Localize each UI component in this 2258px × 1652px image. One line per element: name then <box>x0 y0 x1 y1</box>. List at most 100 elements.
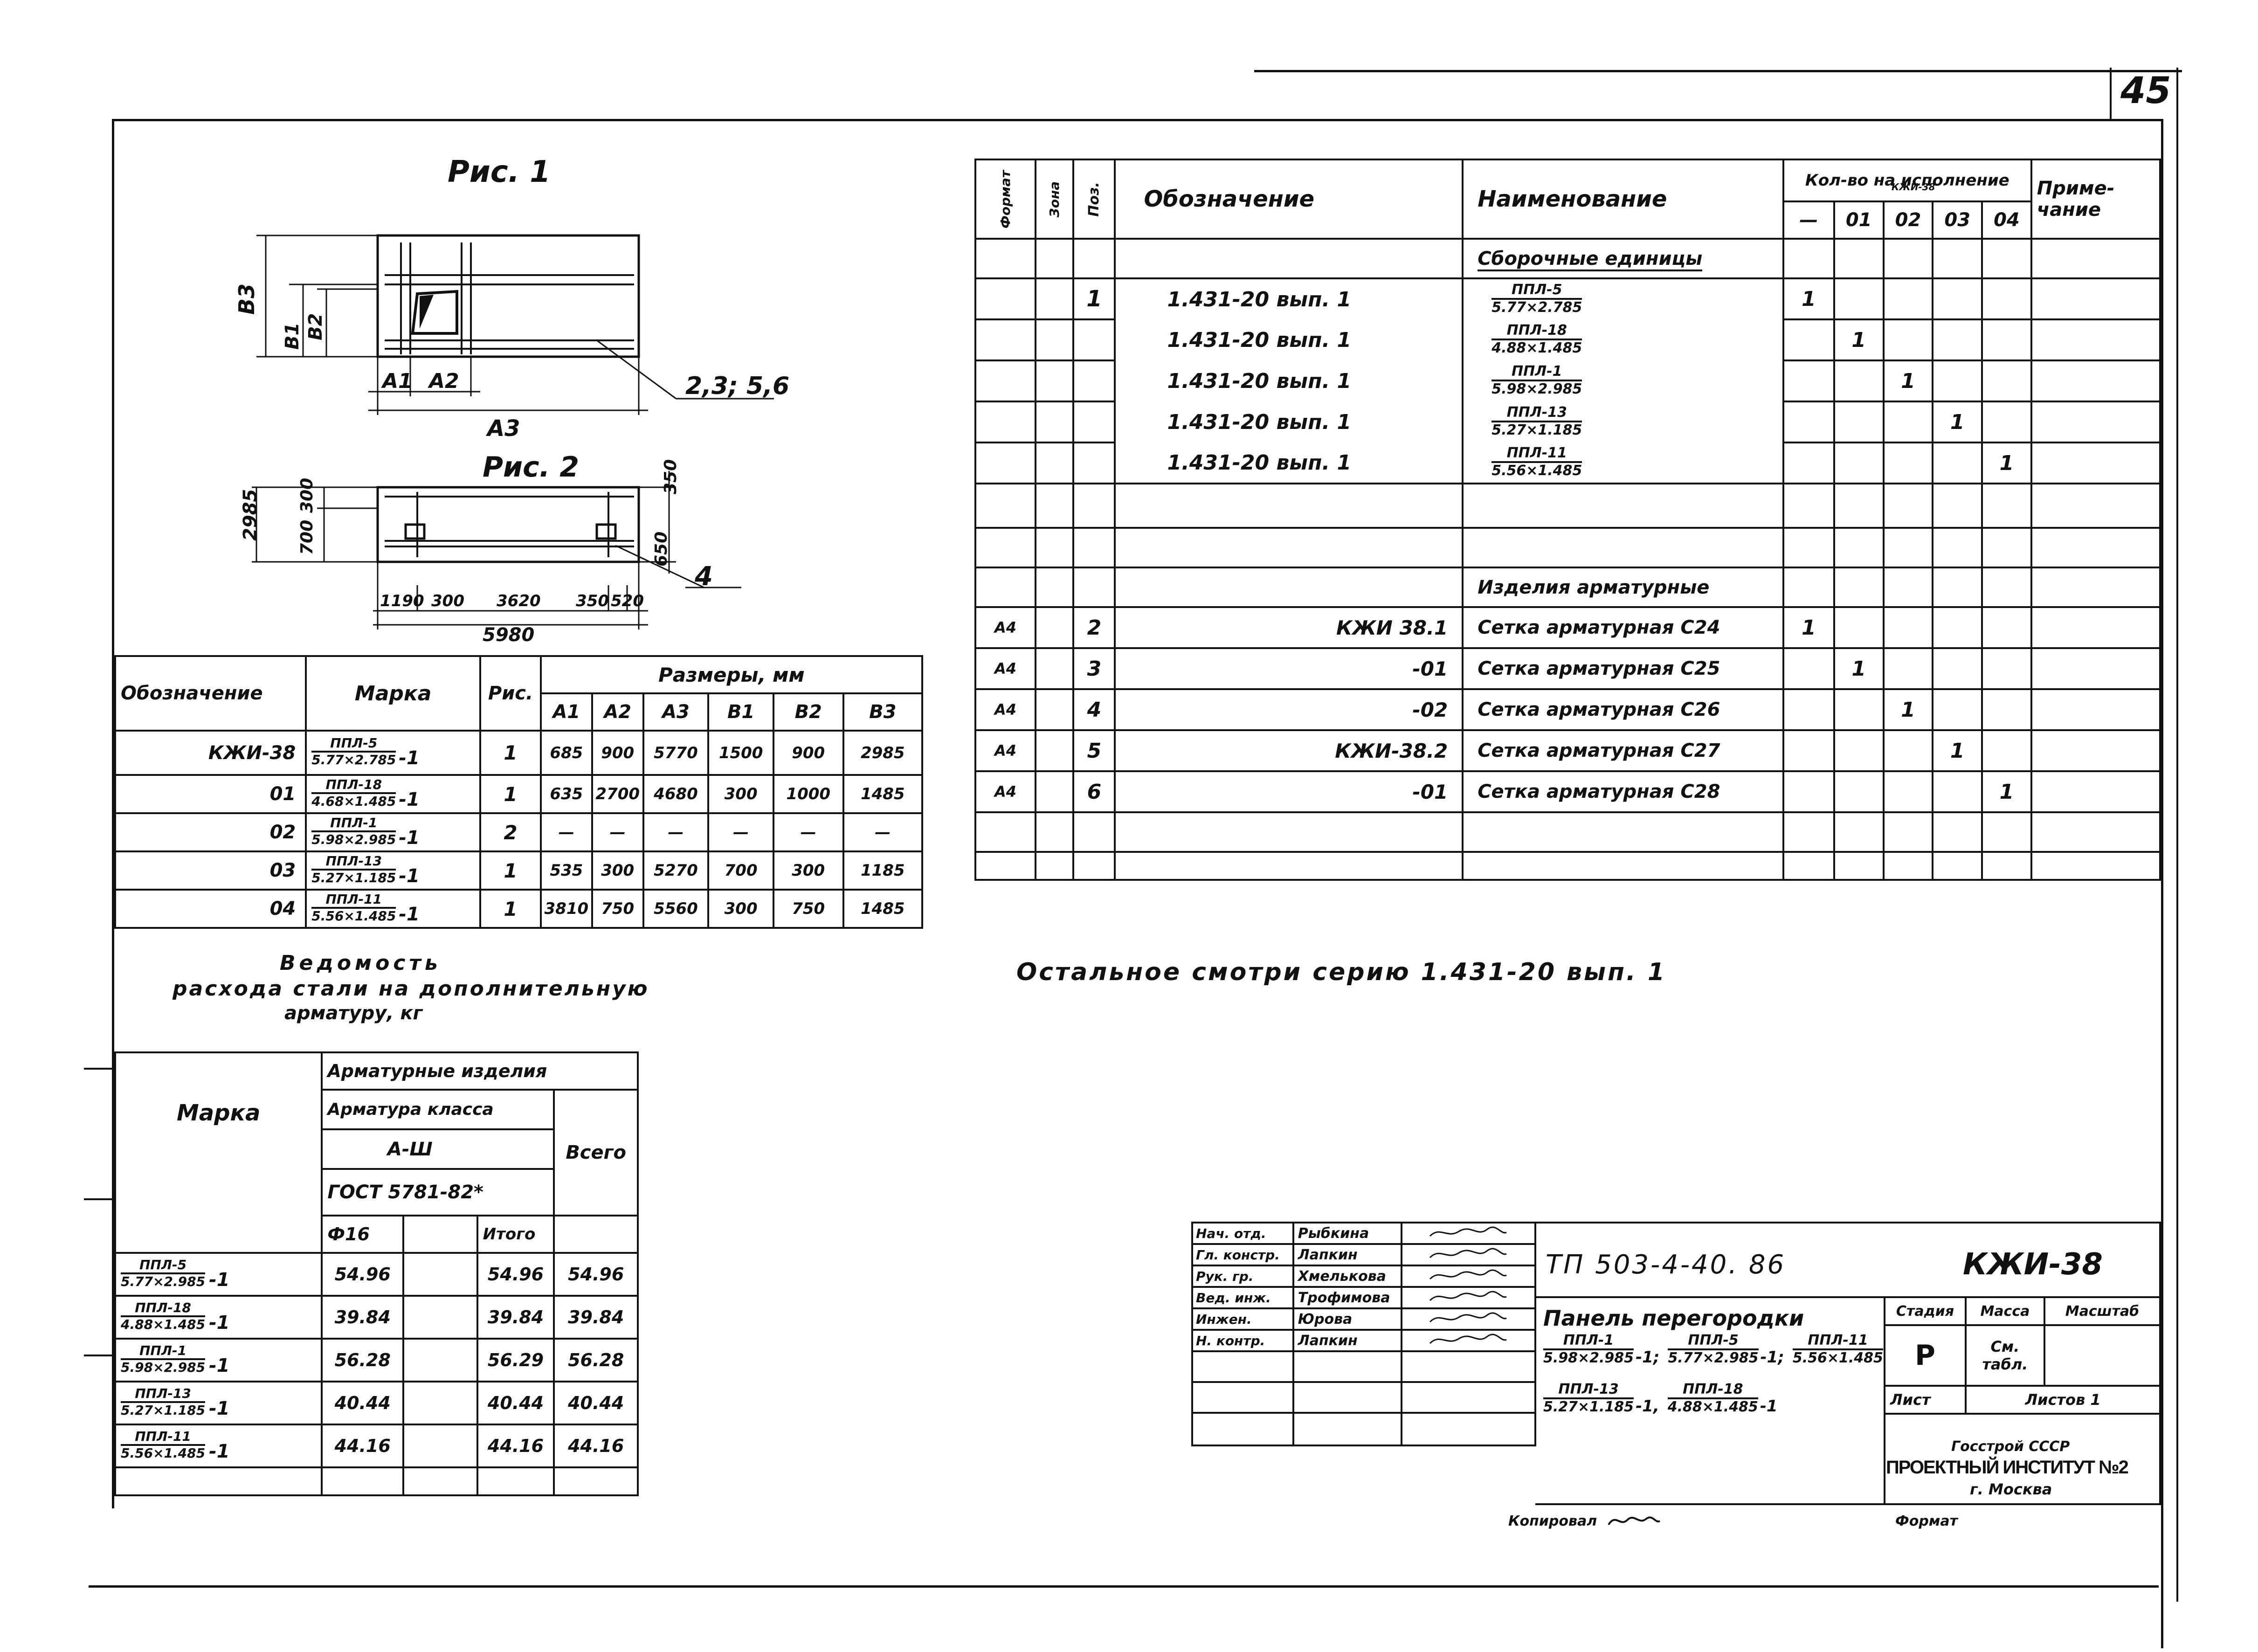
fig2-dim-1190: 1190 <box>380 592 424 610</box>
dims-h-sizes: Размеры, мм <box>539 655 924 694</box>
dims-val: 900 <box>591 730 644 776</box>
spec-qty <box>1932 606 1983 649</box>
spec-oboz: -01 <box>1114 770 1464 813</box>
spec-fmt: А4 <box>974 688 1037 731</box>
stamp-blank-row <box>1191 1381 1537 1414</box>
spec-qty <box>1932 688 1983 731</box>
stamp-blank-row <box>1191 1350 1537 1383</box>
spec-blank-row <box>974 811 2161 853</box>
dims-val: 635 <box>539 774 593 814</box>
stamp-signature <box>1400 1307 1537 1331</box>
dims-h-col: В1 <box>707 692 774 732</box>
spec-h-prim: Приме-чание <box>2030 159 2161 240</box>
spec-h-kol: Кол-во на исполнение КЖИ-38 <box>1782 159 2032 202</box>
steel-vsego: 44.16 <box>553 1424 639 1468</box>
spec-qty <box>1882 442 1934 484</box>
steel-itogo: 40.44 <box>476 1381 555 1425</box>
spec-qty <box>1981 318 2032 361</box>
steel-vsego: 40.44 <box>553 1381 639 1425</box>
spec-oboz: КЖИ-38.2 <box>1114 729 1464 772</box>
spec-qty <box>1981 606 2032 649</box>
spec-naim: Сетка арматурная С24 <box>1462 606 1784 649</box>
dims-oboz: КЖИ-38 <box>114 730 307 776</box>
steel-itogo: 39.84 <box>476 1295 555 1340</box>
spec-oboz: 1.431-20 вып. 1 <box>1114 319 1464 360</box>
steel-empty <box>402 1252 478 1297</box>
dims-val: 1500 <box>707 730 774 776</box>
spec-poz <box>1072 401 1116 443</box>
steel-empty <box>402 1295 478 1340</box>
stamp-h-masshtab: Масштаб <box>2043 1296 2161 1326</box>
stamp-role: Н. контр. <box>1191 1329 1294 1352</box>
panel-drawing: Рис. 1 В3 В1 В2 А1 А2 А3 2,3; 5,6 Рис. 2… <box>234 155 789 646</box>
dims-val: 1485 <box>842 774 924 814</box>
fig2-dim-height: 2985 <box>240 489 261 541</box>
steel-d16: 44.16 <box>321 1424 404 1468</box>
frame-right-outer <box>2176 68 2178 1602</box>
dims-val: 300 <box>707 889 774 929</box>
steel-h-klass: Арматура класса <box>321 1089 555 1130</box>
spec-naim: Сетка арматурная С28 <box>1462 770 1784 813</box>
spec-qty: 1 <box>1981 770 2032 813</box>
dims-oboz: 03 <box>114 850 307 891</box>
spec-qty <box>1882 770 1934 813</box>
stamp-divider <box>1535 1296 2161 1298</box>
note-text: Остальное смотри серию 1.431-20 вып. 1 <box>1016 958 1667 986</box>
frame-left <box>112 119 114 1508</box>
spec-oboz: -02 <box>1114 688 1464 731</box>
steel-empty <box>402 1424 478 1468</box>
spec-qty <box>1882 277 1934 320</box>
stamp-person-row: Гл. констр.Лапкин <box>1191 1243 1537 1266</box>
spec-qty <box>1932 359 1983 402</box>
spec-qty: 1 <box>1932 401 1983 443</box>
spec-oboz: КЖИ 38.1 <box>1114 606 1464 649</box>
steel-itogo: 54.96 <box>476 1252 555 1297</box>
spec-qty <box>1932 647 1983 690</box>
spec-qty <box>1882 606 1934 649</box>
dims-val: 700 <box>707 850 774 891</box>
spec-qty <box>1782 359 1835 402</box>
fig2-dim-300: 300 <box>297 478 317 513</box>
stamp-blank-row <box>1191 1412 1537 1446</box>
spec-qty <box>1782 647 1835 690</box>
spec-qty: 1 <box>1782 606 1835 649</box>
spec-h-isp: 02 <box>1882 200 1934 240</box>
dims-ris: 1 <box>479 730 542 776</box>
steel-d16: 56.28 <box>321 1338 404 1382</box>
steel-table: Марка Арматурные изделия Арматура класса… <box>114 1051 639 1496</box>
spec-qty: 1 <box>1882 688 1934 731</box>
spec-h-isp: 04 <box>1981 200 2032 240</box>
stamp-signature <box>1400 1265 1537 1288</box>
stamp-h-list: Лист <box>1883 1385 1967 1415</box>
dims-val: 1485 <box>842 889 924 929</box>
fig2-dim-650: 650 <box>652 532 671 567</box>
spec-qty <box>1833 729 1885 772</box>
dims-val: — <box>842 812 924 852</box>
stamp-h-listov: Листов 1 <box>1965 1385 2161 1415</box>
dims-h-col: А1 <box>539 692 593 732</box>
fig2-callout: 4 <box>694 561 713 592</box>
spec-qty <box>1932 277 1983 320</box>
stamp-format: Формат <box>1895 1513 1958 1529</box>
